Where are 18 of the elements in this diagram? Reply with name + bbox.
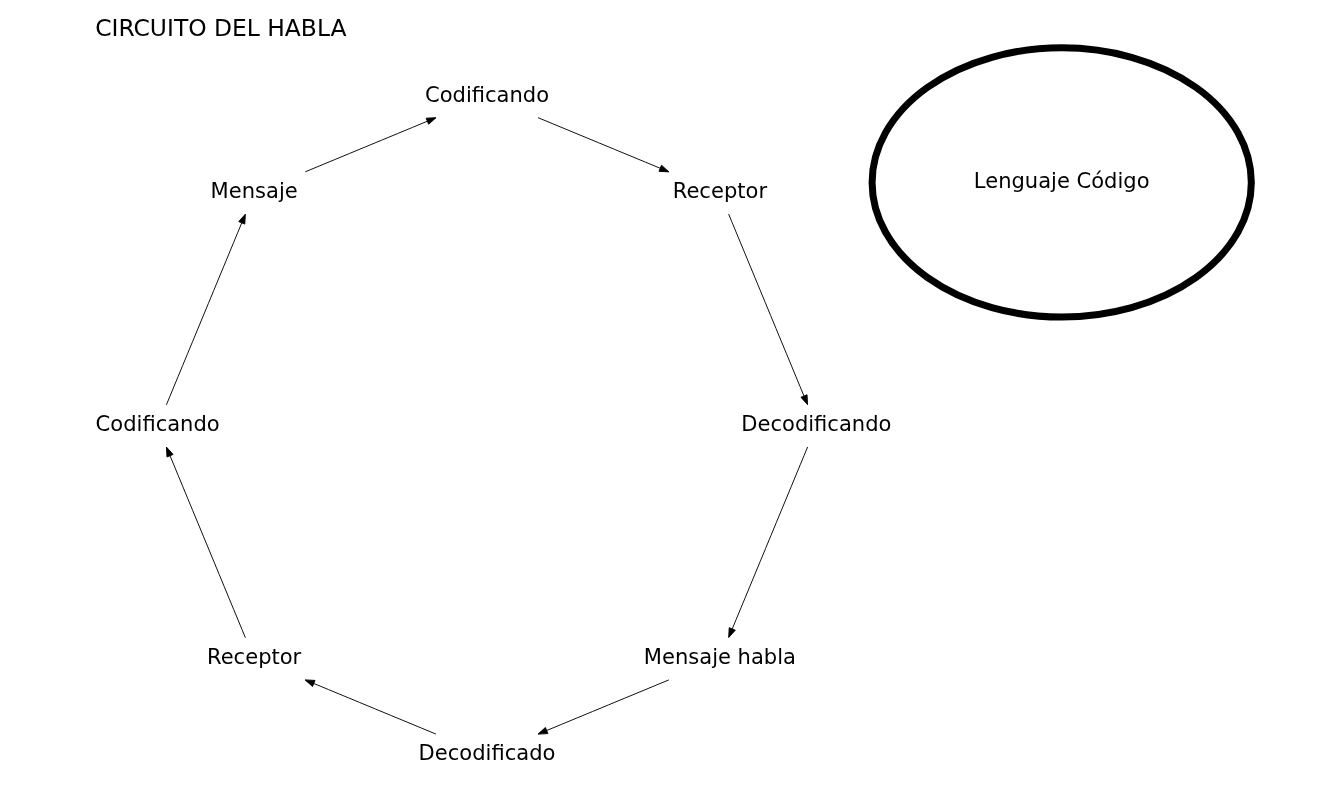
- arrow: [304, 117, 437, 173]
- arrow: [304, 679, 437, 735]
- diagram-title: CIRCUITO DEL HABLA: [95, 14, 347, 43]
- node-text: Receptor: [672, 178, 768, 204]
- arrow: [537, 117, 670, 173]
- arrow: [165, 446, 246, 639]
- node-text: Mensaje habla: [643, 643, 796, 669]
- node-text: Decodificando: [741, 411, 892, 437]
- arrow: [537, 679, 670, 735]
- arrow: [728, 213, 809, 406]
- arrow: [728, 446, 809, 639]
- node-text: Codificando: [424, 81, 550, 107]
- node-text: Receptor: [206, 643, 302, 669]
- node-text: Decodificado: [418, 740, 556, 766]
- node-ellipse: Lenguaje Código: [868, 44, 1255, 321]
- node-text: Codificando: [95, 411, 220, 437]
- node-text: Mensaje: [210, 178, 298, 204]
- arrow: [165, 213, 246, 406]
